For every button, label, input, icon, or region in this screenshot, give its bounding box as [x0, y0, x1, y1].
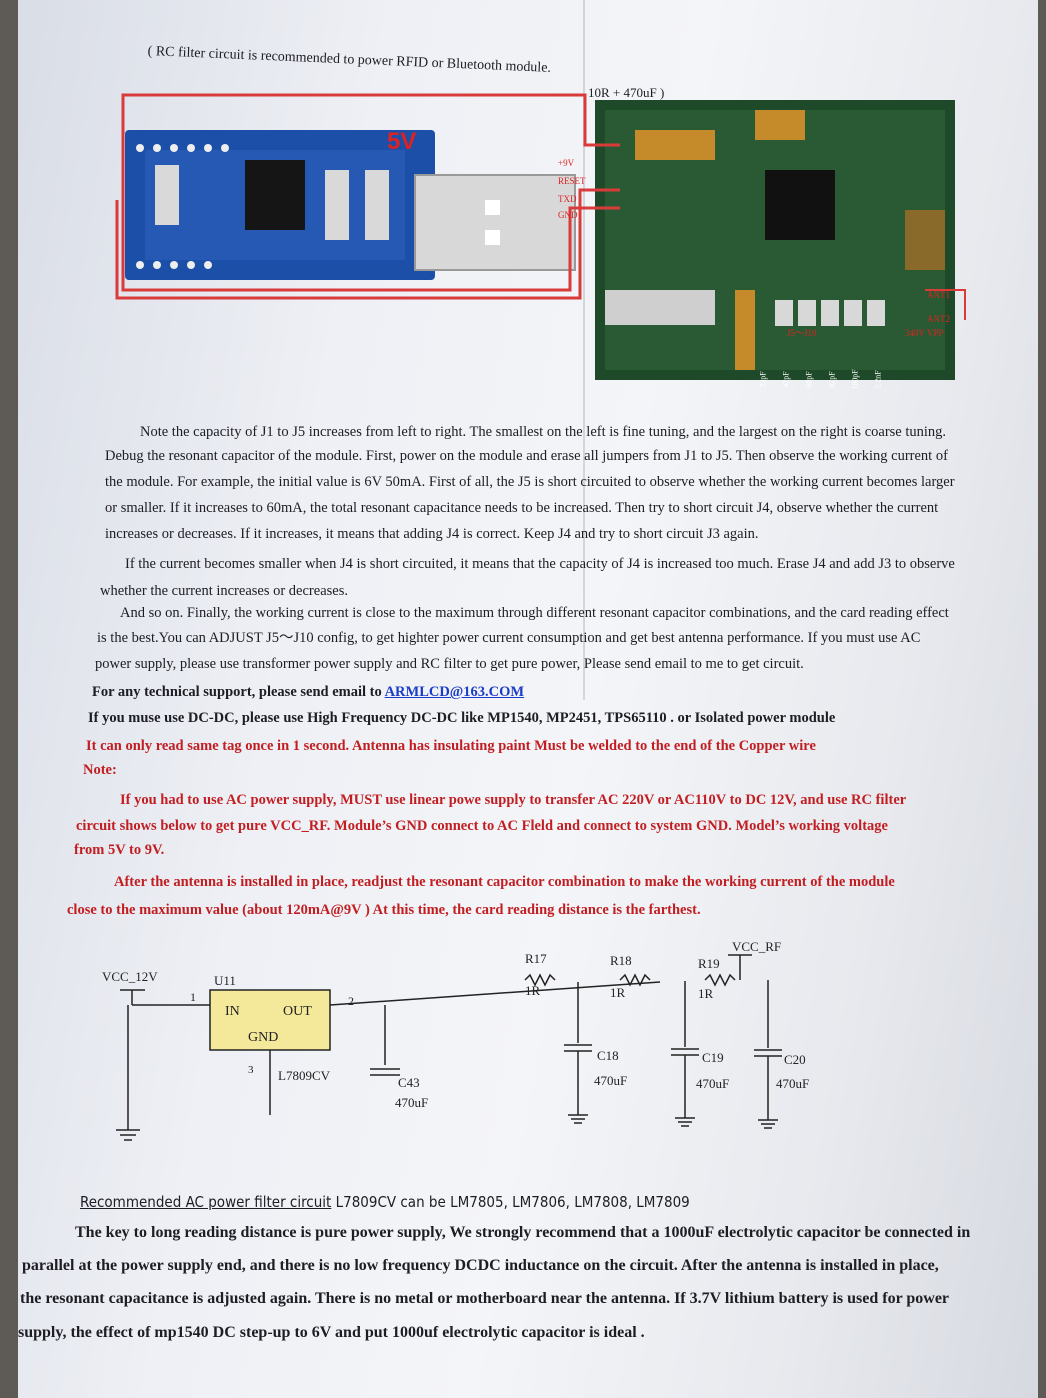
- vcc-12v-label: VCC_12V: [102, 969, 158, 984]
- vcc-rf-label: VCC_RF: [732, 939, 781, 954]
- c43-label: C43: [398, 1075, 420, 1090]
- recommended-circuit-title: Recommended AC power filter circuit: [80, 1193, 332, 1211]
- paragraph-debug-line-3: or smaller. If it increases to 60mA, the…: [105, 500, 939, 516]
- support-prefix: For any technical support, please send e…: [92, 684, 382, 700]
- pin-label-reset: RESET: [558, 176, 586, 186]
- module-photo-drawing: [115, 93, 966, 380]
- note-ac-line-1: If you had to use AC power supply, MUST …: [120, 792, 907, 808]
- reg-gnd-label: GND: [248, 1030, 278, 1045]
- r19-label: R19: [698, 956, 720, 971]
- paragraph-finally-line-3: power supply, please use transformer pow…: [95, 656, 804, 672]
- r18-label: R18: [610, 953, 632, 968]
- regulator-part: L7809CV: [278, 1068, 331, 1083]
- footer-line-4: supply, the effect of mp1540 DC step-up …: [18, 1324, 645, 1341]
- note-ac-line-2: circuit shows below to get pure VCC_RF. …: [76, 818, 888, 834]
- recommended-circuit-line: Recommended AC power filter circuit L780…: [80, 1193, 690, 1211]
- usb-voltage-label: 5V: [387, 128, 417, 155]
- paragraph-capacity-note: Note the capacity of J1 to J5 increases …: [140, 424, 947, 440]
- c19-label: C19: [702, 1050, 724, 1065]
- ant1-label: ANT1: [927, 290, 950, 300]
- usb-connector: [414, 174, 576, 271]
- cap-value-68pf: 68pF: [804, 371, 814, 388]
- note-antenna-line-1: After the antenna is installed in place,…: [114, 874, 895, 890]
- pin-1-label: 1: [190, 990, 196, 1004]
- c43-value: 470uF: [395, 1095, 428, 1110]
- cap-value-33pf: 33pF: [758, 371, 768, 388]
- note-antenna-line-2: close to the maximum value (about 120mA@…: [67, 902, 701, 918]
- c19-value: 470uF: [696, 1076, 729, 1091]
- pin-3-label: 3: [248, 1064, 254, 1076]
- r18-value: 1R: [610, 985, 626, 1000]
- reg-in-label: IN: [225, 1004, 240, 1019]
- pin-label-txd: TXD: [558, 194, 577, 204]
- support-line: For any technical support, please send e…: [92, 684, 524, 701]
- footer-line-1: The key to long reading distance is pure…: [75, 1224, 971, 1241]
- paper-fold: [583, 0, 585, 700]
- c18-value: 470uF: [594, 1073, 627, 1088]
- reg-out-label: OUT: [283, 1004, 312, 1019]
- read-tag-warning: It can only read same tag once in 1 seco…: [86, 738, 816, 754]
- regulator-alternatives: L7809CV can be LM7805, LM7806, LM7808, L…: [331, 1193, 690, 1211]
- ac-filter-schematic: VCC_12V U11 1 2 3 IN OUT GND L7809CV C43…: [102, 939, 809, 1141]
- cap-value-47pf: 47pF: [781, 371, 791, 388]
- cap-value-100pf: 100pF: [850, 369, 860, 390]
- c20-label: C20: [784, 1052, 806, 1067]
- footer-line-3: the resonant capacitance is adjusted aga…: [20, 1290, 950, 1307]
- pin-2-label: 2: [348, 994, 354, 1008]
- paragraph-debug-line-2: the module. For example, the initial val…: [105, 474, 955, 490]
- ant2-label: ANT2: [927, 314, 950, 324]
- cap-value-2-2nf: 2.2nF: [873, 370, 883, 389]
- rc-filter-value: 10R + 470uF ): [588, 85, 665, 100]
- r17-label: R17: [525, 951, 547, 966]
- paragraph-smaller-line-1: If the current becomes smaller when J4 i…: [125, 556, 955, 572]
- note-label: Note:: [83, 762, 117, 778]
- r17-value: 1R: [525, 983, 541, 998]
- cap-value-82pf: 82pF: [827, 371, 837, 388]
- paragraph-debug-line-4: increases or decreases. If it increases,…: [105, 526, 759, 542]
- note-ac-line-3: from 5V to 9V.: [74, 842, 165, 858]
- jumper-label: J5～J10: [787, 328, 817, 338]
- dcdc-note: If you muse use DC-DC, please use High F…: [88, 710, 836, 726]
- c18-label: C18: [597, 1048, 619, 1063]
- vpp-label: 340V VPP: [905, 328, 944, 338]
- module-photo: 5V +9V RESET TXD GND ANT1 ANT2 340V VPP …: [115, 90, 975, 400]
- paragraph-debug-line-1: Debug the resonant capacitor of the modu…: [105, 448, 948, 464]
- paragraph-smaller-line-2: whether the current increases or decreas…: [100, 583, 348, 599]
- support-email-link[interactable]: ARMLCD@163.COM: [384, 684, 525, 700]
- u11-label: U11: [214, 973, 236, 988]
- pin-label-gnd: GND: [558, 210, 578, 220]
- c20-value: 470uF: [776, 1076, 809, 1091]
- pin-label-9v: +9V: [558, 158, 575, 168]
- paragraph-finally-line-2: is the best.You can ADJUST J5～J10 config…: [97, 630, 921, 646]
- r19-value: 1R: [698, 986, 714, 1001]
- regulator-box: [209, 989, 331, 1051]
- paragraph-finally-line-1: And so on. Finally, the working current …: [120, 605, 949, 621]
- footer-line-2: parallel at the power supply end, and th…: [22, 1257, 939, 1274]
